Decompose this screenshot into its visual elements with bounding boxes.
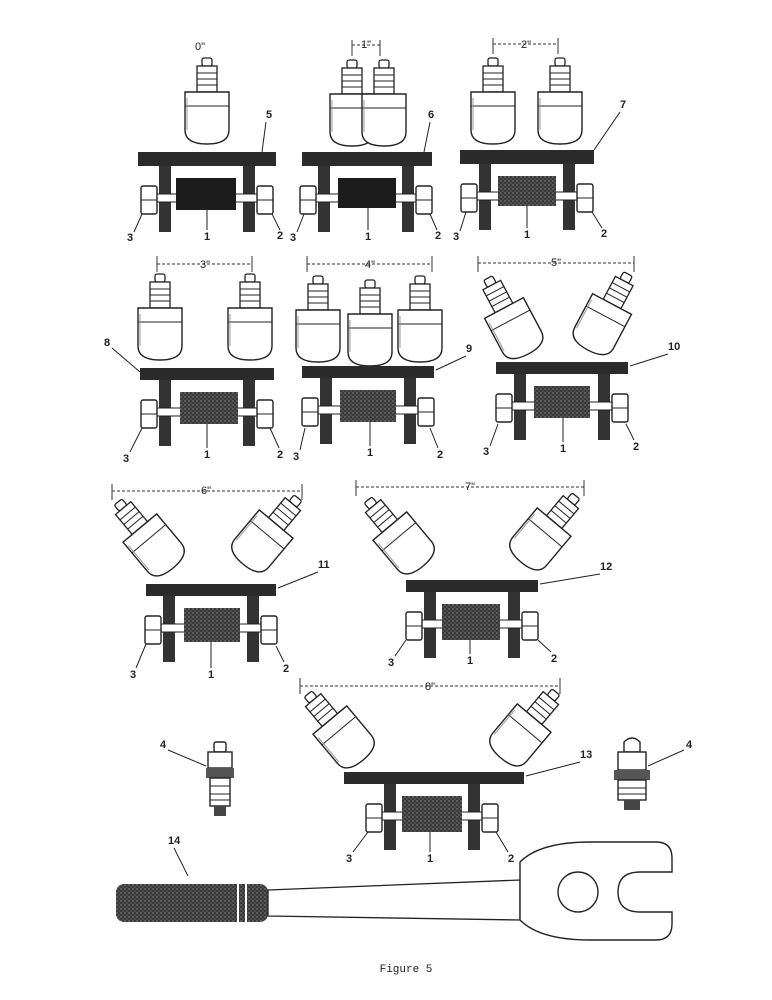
right-nut-label: 2 [601, 228, 607, 240]
loose-cutter-bit-right: 4 [614, 737, 693, 810]
bracket-bar [460, 150, 594, 164]
bracket-label: 6 [428, 109, 434, 121]
spacer-label: 1 [560, 443, 566, 455]
bracket-label: 9 [466, 343, 472, 355]
left-nut-label: 3 [293, 451, 299, 463]
left-nut-label: 3 [123, 453, 129, 465]
spacer-label: 1 [204, 231, 210, 243]
bracket-bar [406, 580, 538, 592]
spacer-block [442, 604, 500, 640]
cutter-bit [503, 481, 594, 577]
cutter-bit [227, 273, 273, 361]
dimension-label: 0" [195, 41, 205, 53]
left-nut-label: 3 [346, 853, 352, 865]
spacer-label: 1 [467, 655, 473, 667]
cutter-bit [184, 57, 230, 145]
right-nut-label: 2 [283, 663, 289, 675]
spacer-block [402, 796, 462, 832]
right-nut-label: 2 [435, 230, 441, 242]
spacer-block [338, 178, 396, 208]
cutter-bit [290, 679, 381, 775]
right-nut-label: 2 [437, 449, 443, 461]
bracket-bar [302, 152, 432, 166]
assembly-5in: 5" 10 1 3 2 [467, 256, 680, 458]
assembly-7in: 7" 12 1 3 2 [350, 480, 612, 669]
bracket-bar [140, 368, 274, 380]
loose-cutter-bit-left: 4 [160, 739, 234, 816]
loose-bit-label: 4 [686, 739, 693, 751]
cutter-bit [397, 275, 443, 363]
right-nut-label: 2 [277, 230, 283, 242]
cutter-bit [137, 273, 183, 361]
cutter-bit [537, 57, 583, 145]
spacer-block [184, 608, 240, 642]
dimension-label: 2" [521, 39, 531, 51]
spacer-label: 1 [524, 229, 530, 241]
bracket-label: 10 [668, 341, 680, 353]
bracket-bar [138, 152, 276, 166]
dimension-label: 4" [365, 259, 375, 271]
bracket-label: 7 [620, 99, 626, 111]
assembly-4in: 4" 9 1 3 2 [293, 256, 472, 463]
assembly-0in: 0" 5 1 3 2 [127, 41, 283, 244]
left-nut-label: 3 [453, 231, 459, 243]
cutter-bit [347, 279, 393, 367]
bracket-label: 13 [580, 749, 592, 761]
bracket-label: 8 [104, 337, 110, 349]
spacer-label: 1 [365, 231, 371, 243]
spacer-block [498, 176, 556, 206]
wrench-label: 14 [168, 835, 181, 847]
left-nut-label: 3 [130, 669, 136, 681]
assembly-8in: 8" 13 1 3 2 [290, 677, 592, 865]
dimension-label: 7" [465, 481, 475, 493]
cutter-bit [470, 57, 516, 145]
dimension-label: 6" [201, 485, 211, 497]
spacer-label: 1 [367, 447, 373, 459]
cutter-bit [350, 485, 441, 581]
left-nut-label: 3 [127, 232, 133, 244]
right-nut-label: 2 [277, 449, 283, 461]
cutter-bit [567, 262, 649, 361]
assembly-2in: 2" 7 1 3 2 [453, 38, 626, 243]
left-nut-label: 3 [483, 446, 489, 458]
left-nut-label: 3 [388, 657, 394, 669]
spacer-label: 1 [427, 853, 433, 865]
dimension-label: 5" [551, 257, 561, 269]
cutter-bit [295, 275, 341, 363]
spacer-label: 1 [208, 669, 214, 681]
bracket-bar [344, 772, 524, 784]
bracket-label: 12 [600, 561, 612, 573]
bracket-bar [146, 584, 276, 596]
spacer-block [180, 392, 238, 424]
spacer-block [176, 178, 236, 210]
wrench-tool: 14 [116, 835, 673, 941]
cutter-bit [100, 487, 191, 583]
cutter-bit [361, 59, 407, 147]
spacer-block [340, 390, 396, 422]
spacer-block [534, 386, 590, 418]
bracket-label: 11 [318, 559, 330, 571]
right-nut-label: 2 [508, 853, 514, 865]
right-nut-label: 2 [551, 653, 557, 665]
bracket-bar [496, 362, 628, 374]
figure-caption: Figure 5 [380, 964, 433, 976]
loose-bit-label: 4 [160, 739, 167, 751]
assembly-3in: 3" 8 1 3 2 [104, 256, 283, 465]
right-nut-label: 2 [633, 441, 639, 453]
dimension-label: 1" [361, 39, 371, 51]
spacer-label: 1 [204, 449, 210, 461]
cutter-bit [467, 266, 549, 365]
bracket-label: 5 [266, 109, 272, 121]
assembly-1in: 1" 6 1 3 2 [290, 39, 441, 244]
dimension-label: 8" [425, 681, 435, 693]
assembly-6in: 6" 11 1 3 2 [100, 483, 330, 681]
left-nut-label: 3 [290, 232, 296, 244]
wrench-handle-grip [116, 884, 268, 922]
dimension-label: 3" [200, 259, 210, 271]
bracket-bar [302, 366, 434, 378]
